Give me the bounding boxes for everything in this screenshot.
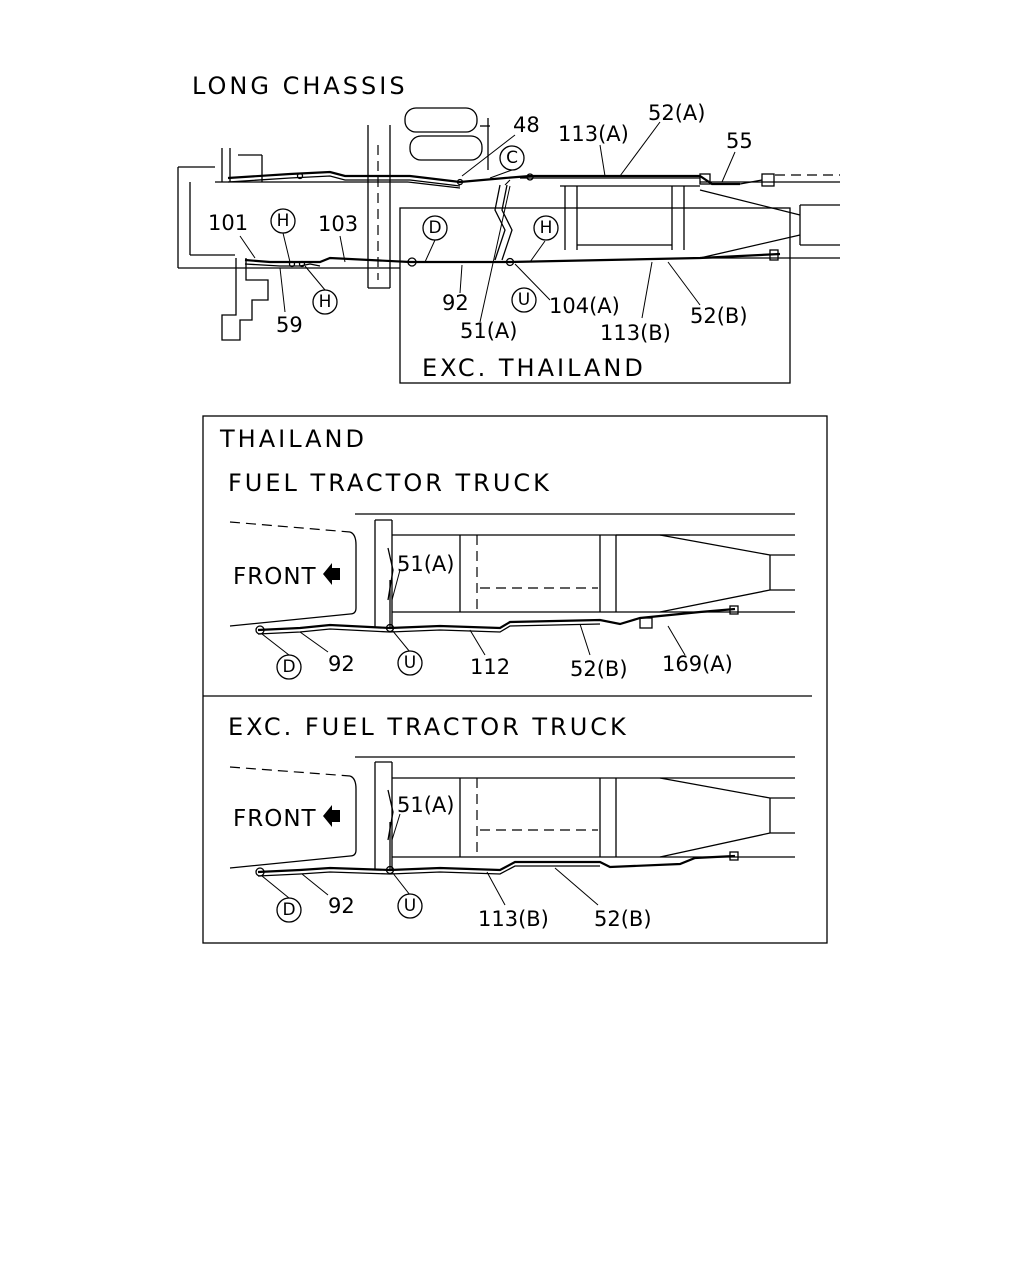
fuel-ref-u: U [397, 650, 423, 676]
fuel-tractor-truck-title: FUEL TRACTOR TRUCK [228, 469, 552, 497]
label-104a: 104(A) [549, 294, 620, 318]
ref-d: D [422, 215, 448, 241]
fuel-tractor-leaders [261, 569, 686, 656]
fuel-label-169a: 169(A) [662, 652, 733, 676]
fuel-label-51a: 51(A) [397, 552, 454, 576]
label-101: 101 [208, 211, 248, 235]
long-chassis-title: LONG CHASSIS [192, 72, 408, 100]
svg-text:H: H [277, 211, 290, 231]
label-55: 55 [726, 129, 753, 153]
fuel-front-arrow-icon [323, 563, 340, 585]
exc-label-52b: 52(B) [594, 907, 652, 931]
fuel-label-92: 92 [328, 652, 355, 676]
thailand-title: THAILAND [219, 425, 367, 453]
svg-text:U: U [518, 290, 530, 310]
thailand-section: THAILAND FUEL TRACTOR TRUCK [202, 415, 828, 944]
ref-u: U [511, 287, 537, 313]
svg-text:C: C [506, 148, 518, 168]
svg-text:H: H [540, 218, 553, 238]
fuel-tractor-frame [229, 513, 795, 628]
ref-h-upper-left: H [270, 208, 296, 234]
ref-h-inset: H [533, 215, 559, 241]
svg-text:H: H [319, 292, 332, 312]
label-51a: 51(A) [460, 319, 517, 343]
thailand-frame [202, 415, 828, 944]
air-tank-drawing [404, 107, 490, 170]
fuel-label-112: 112 [470, 655, 510, 679]
label-48: 48 [513, 113, 540, 137]
label-113a: 113(A) [558, 122, 629, 146]
exc-label-92: 92 [328, 894, 355, 918]
exc-thailand-inset-frame [399, 207, 791, 384]
exc-ref-d: D [276, 897, 302, 923]
fuel-label-52b: 52(B) [570, 657, 628, 681]
exc-thailand-title: EXC. THAILAND [422, 354, 646, 382]
exc-front-label: FRONT [233, 806, 317, 832]
long-chassis-section: LONG CHASSIS [177, 72, 840, 384]
label-113b: 113(B) [600, 321, 671, 345]
label-103: 103 [318, 212, 358, 236]
exc-label-51a: 51(A) [397, 793, 454, 817]
fuel-ref-d: D [276, 654, 302, 680]
svg-text:D: D [428, 218, 441, 238]
svg-text:U: U [404, 653, 416, 673]
exc-fuel-tractor-truck-title: EXC. FUEL TRACTOR TRUCK [228, 713, 629, 741]
svg-text:D: D [282, 657, 295, 677]
label-59: 59 [276, 313, 303, 337]
ref-h-lower-left: H [312, 289, 338, 315]
exc-fuel-tractor-pipe [255, 789, 739, 877]
upper-brake-pipe [227, 170, 775, 187]
label-52a: 52(A) [648, 101, 705, 125]
ref-c: C [499, 145, 525, 171]
exc-ref-u: U [397, 893, 423, 919]
exc-fuel-tractor-leaders [261, 813, 599, 906]
label-52b: 52(B) [690, 304, 748, 328]
fuel-front-label: FRONT [233, 564, 317, 590]
top-leaders [239, 121, 736, 323]
exc-label-113b: 113(B) [478, 907, 549, 931]
lower-brake-pipe [244, 249, 781, 268]
exc-front-arrow-icon [323, 805, 340, 827]
fuel-tractor-pipe [255, 547, 739, 635]
svg-text:D: D [282, 900, 295, 920]
label-92: 92 [442, 291, 469, 315]
frame-rails [177, 125, 840, 341]
svg-text:U: U [404, 896, 416, 916]
